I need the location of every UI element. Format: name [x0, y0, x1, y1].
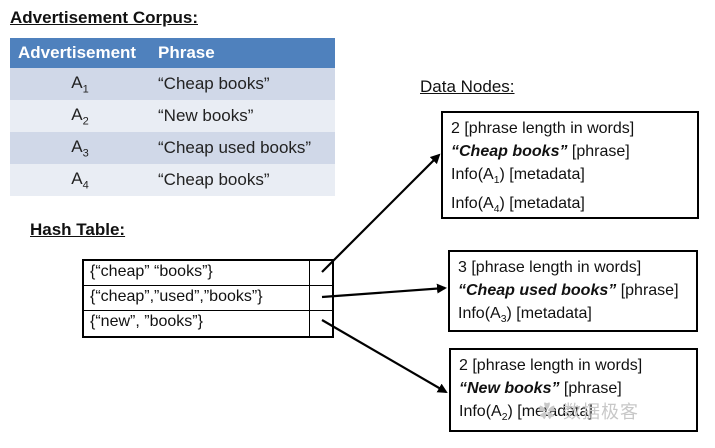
table-row: A2 “New books”: [10, 100, 335, 132]
column-header-advertisement: Advertisement: [10, 38, 150, 68]
phrase-cell: “Cheap books”: [150, 68, 335, 100]
phrase-cell: “New books”: [150, 100, 335, 132]
node-info-line: Info(A4) [metadata]: [451, 195, 585, 216]
node-length-line: 2 [phrase length in words]: [451, 120, 635, 137]
node-length-line: 2 [phrase length in words]: [459, 357, 643, 374]
node-info-line: Info(A2) [metadata]: [459, 403, 593, 424]
phrase-cell: “Cheap used books”: [150, 132, 335, 164]
data-nodes-heading: Data Nodes:: [420, 77, 515, 96]
arrow-to-node-cheap-books: [321, 153, 441, 273]
watermark: ✿ 数据极客: [538, 402, 640, 422]
hash-table-heading: Hash Table:: [30, 220, 126, 239]
ad-id-cell: A4: [10, 164, 150, 196]
node-info-line: Info(A3) [metadata]: [458, 305, 592, 326]
table-header-row: Advertisement Phrase: [10, 38, 335, 68]
hash-row: {“new”, ”books”}: [84, 311, 332, 336]
arrow-to-node-new-books: [321, 319, 448, 394]
ad-id-cell: A3: [10, 132, 150, 164]
hash-row: {“cheap” “books”}: [84, 261, 332, 286]
ad-id-cell: A2: [10, 100, 150, 132]
node-phrase-line: “New books” [phrase]: [459, 380, 622, 397]
corpus-heading: Advertisement Corpus:: [10, 8, 198, 27]
hash-key: {“cheap” “books”}: [84, 261, 310, 285]
ad-id-cell: A1: [10, 68, 150, 100]
phrase-cell: “Cheap books”: [150, 164, 335, 196]
hash-key: {“new”, ”books”}: [84, 311, 310, 336]
table-row: A1 “Cheap books”: [10, 68, 335, 100]
data-node-cheap-used-books: 3 [phrase length in words] “Cheap used b…: [448, 250, 698, 332]
node-length-line: 3 [phrase length in words]: [458, 259, 642, 276]
arrow-to-node-cheap-used-books: [321, 283, 447, 299]
data-node-cheap-books: 2 [phrase length in words] “Cheap books”…: [441, 111, 699, 219]
table-row: A4 “Cheap books”: [10, 164, 335, 196]
wechat-icon: ✿: [538, 402, 557, 422]
node-phrase-line: “Cheap used books” [phrase]: [458, 282, 679, 299]
hash-key: {“cheap”,”used”,”books”}: [84, 286, 310, 310]
table-row: A3 “Cheap used books”: [10, 132, 335, 164]
hash-table: {“cheap” “books”} {“cheap”,”used”,”books…: [82, 259, 334, 338]
node-phrase-line: “Cheap books” [phrase]: [451, 143, 630, 160]
advertisement-corpus-table: Advertisement Phrase A1 “Cheap books” A2…: [10, 38, 335, 196]
column-header-phrase: Phrase: [150, 38, 335, 68]
data-node-new-books: 2 [phrase length in words] “New books” […: [449, 348, 698, 432]
hash-row: {“cheap”,”used”,”books”}: [84, 286, 332, 311]
node-info-line: Info(A1) [metadata]: [451, 166, 585, 187]
